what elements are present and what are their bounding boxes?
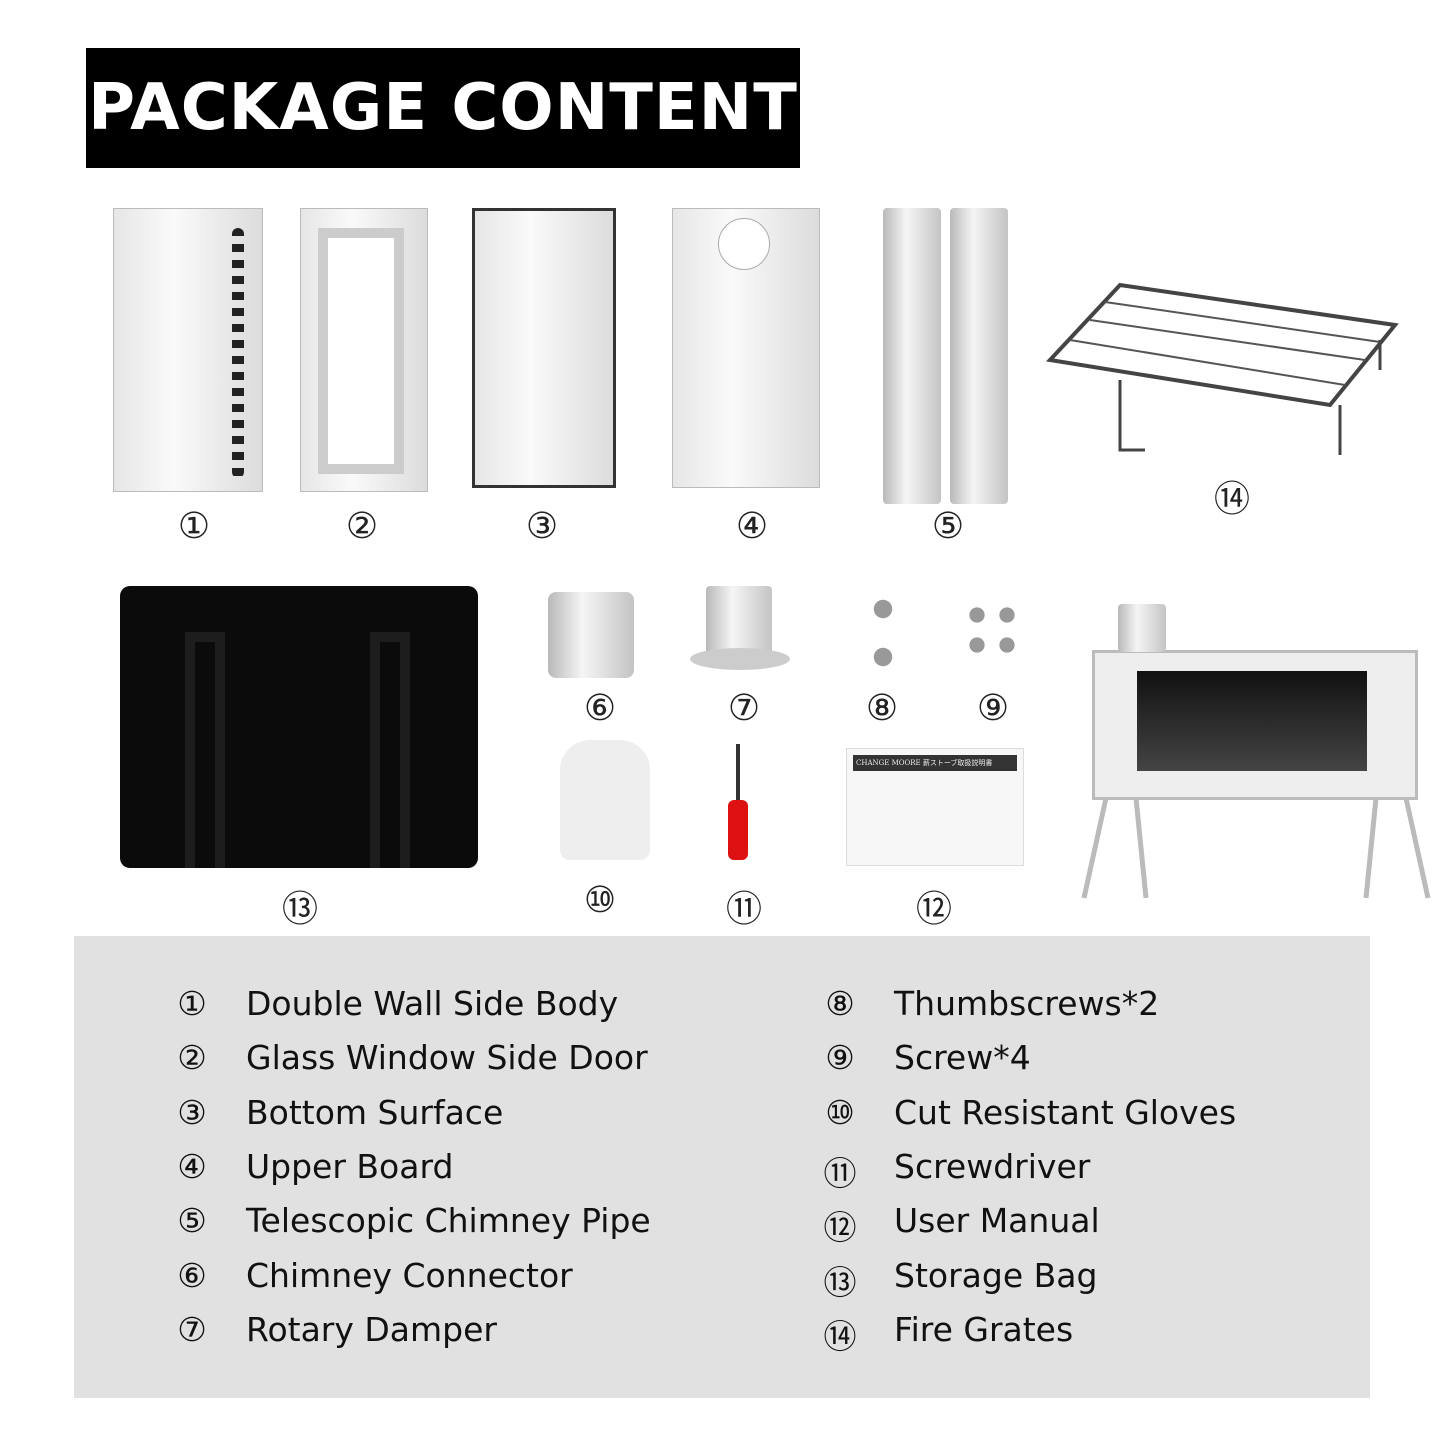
item-name: Screw*4 bbox=[894, 1038, 1031, 1078]
label-2: ② bbox=[345, 506, 379, 547]
label-4: ④ bbox=[735, 506, 769, 547]
chimney-pipe-image bbox=[950, 208, 1008, 504]
label-6: ⑥ bbox=[583, 688, 617, 729]
item-name: Storage Bag bbox=[894, 1255, 1098, 1295]
item-number: ⑫ bbox=[823, 1208, 857, 1248]
item-number: ⑦ bbox=[177, 1309, 207, 1349]
item-name: Telescopic Chimney Pipe bbox=[246, 1201, 651, 1241]
item-name: Bottom Surface bbox=[246, 1092, 504, 1132]
thumbscrews-image bbox=[862, 588, 904, 678]
item-number: ⑭ bbox=[823, 1316, 857, 1356]
door-frame bbox=[318, 228, 404, 474]
contents-list bbox=[74, 936, 1370, 1398]
manual-header: CHANGE MOORE 薪ストーブ取扱説明書 bbox=[853, 755, 1017, 771]
item-number: ⑩ bbox=[825, 1092, 855, 1132]
fire-grate-image bbox=[1045, 282, 1399, 455]
screwdriver-image bbox=[728, 800, 748, 860]
item-number: ② bbox=[177, 1038, 207, 1078]
storage-bag-image bbox=[120, 586, 478, 868]
vent-holes bbox=[232, 228, 244, 478]
label-14: ⑭ bbox=[1213, 479, 1250, 520]
item-number: ⑥ bbox=[177, 1255, 207, 1295]
item-name: Glass Window Side Door bbox=[246, 1038, 648, 1078]
chimney-pipe-image bbox=[883, 208, 941, 504]
label-8: ⑧ bbox=[865, 688, 899, 729]
label-9: ⑨ bbox=[976, 688, 1010, 729]
item-number: ⑤ bbox=[177, 1201, 207, 1241]
item-name: Fire Grates bbox=[894, 1309, 1074, 1349]
label-7: ⑦ bbox=[727, 688, 761, 729]
stove-legs bbox=[1081, 798, 1431, 899]
page-title: PACKAGE CONTENT bbox=[86, 48, 800, 168]
screwdriver-shaft bbox=[736, 744, 740, 804]
stove-image bbox=[1092, 650, 1418, 800]
item-number: ③ bbox=[177, 1092, 207, 1132]
bag-handle bbox=[185, 632, 225, 868]
stove-glass bbox=[1137, 671, 1367, 771]
item-number: ⑪ bbox=[823, 1153, 857, 1193]
item-name: Cut Resistant Gloves bbox=[894, 1092, 1237, 1132]
label-13: ⑬ bbox=[281, 889, 318, 930]
label-10: ⑩ bbox=[583, 880, 617, 921]
label-3: ③ bbox=[525, 506, 559, 547]
stove-chimney bbox=[1118, 604, 1166, 652]
item-number: ④ bbox=[177, 1146, 207, 1186]
user-manual-image: CHANGE MOORE 薪ストーブ取扱説明書 bbox=[846, 748, 1024, 866]
bottom-surface-image bbox=[472, 208, 616, 488]
label-5: ⑤ bbox=[931, 506, 965, 547]
item-name: Rotary Damper bbox=[246, 1309, 497, 1349]
bag-handle bbox=[370, 632, 410, 868]
label-11: ⑪ bbox=[725, 889, 762, 930]
item-name: Chimney Connector bbox=[246, 1255, 573, 1295]
label-12: ⑫ bbox=[915, 889, 952, 930]
item-name: Screwdriver bbox=[894, 1146, 1091, 1186]
item-name: User Manual bbox=[894, 1201, 1100, 1241]
chimney-connector-image bbox=[548, 592, 634, 678]
item-name: Double Wall Side Body bbox=[246, 984, 619, 1023]
item-number: ⑨ bbox=[825, 1038, 855, 1078]
gloves-image bbox=[560, 740, 650, 860]
chimney-hole bbox=[718, 218, 770, 270]
damper-flange bbox=[690, 648, 790, 670]
rotary-damper-image bbox=[706, 586, 772, 656]
item-number: ⑬ bbox=[823, 1262, 857, 1302]
item-name: Upper Board bbox=[246, 1146, 454, 1186]
item-number: ⑧ bbox=[825, 984, 855, 1023]
item-number: ① bbox=[177, 984, 207, 1023]
screws-image bbox=[962, 600, 1022, 660]
label-1: ① bbox=[177, 506, 211, 547]
item-name: Thumbscrews*2 bbox=[894, 984, 1160, 1023]
